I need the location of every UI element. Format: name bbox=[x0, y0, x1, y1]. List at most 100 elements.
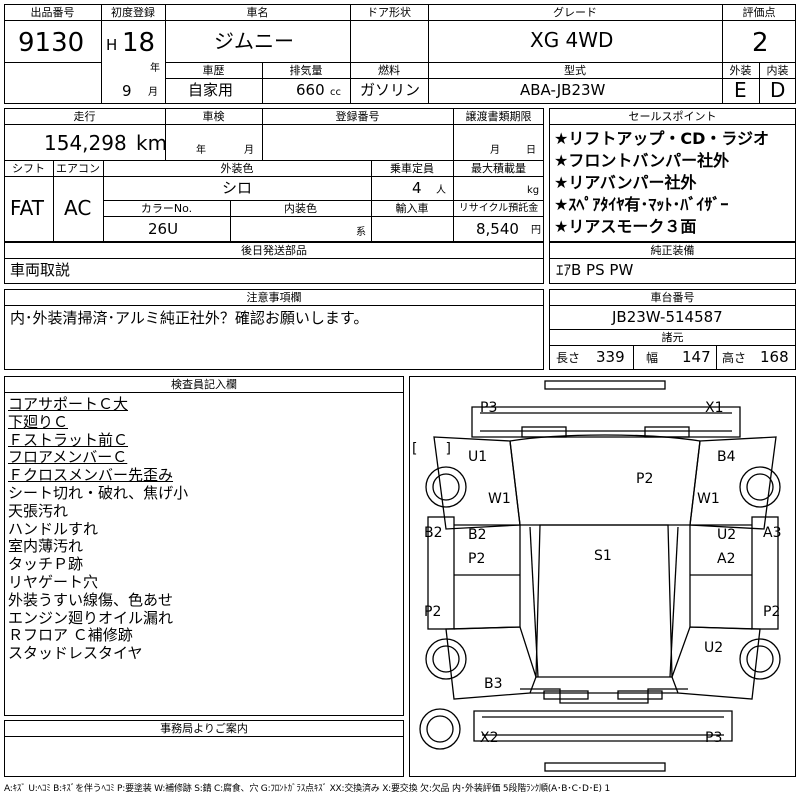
equipment-block bbox=[549, 242, 796, 284]
inspector-line: シート切れ・破れ、焦げ小 bbox=[8, 484, 189, 502]
height-label: 高さ bbox=[722, 351, 747, 365]
equipment: ｴｱB PS PW bbox=[556, 261, 634, 279]
sales-point-item: ★ｽﾍﾟｱﾀｲﾔ有･ﾏｯﾄ･ﾊﾞｲｻﾞｰ bbox=[554, 195, 729, 214]
inspector-label: 検査員記入欄 bbox=[171, 378, 237, 391]
capacity-label: 乗車定員 bbox=[390, 162, 434, 175]
ac-label: エアコン bbox=[56, 162, 100, 175]
diagram-label: B2 bbox=[468, 527, 487, 543]
lot-no-label: 出品番号 bbox=[30, 6, 75, 19]
inspector-line: 室内薄汚れ bbox=[8, 537, 84, 556]
reg-year: 18 bbox=[122, 28, 156, 58]
sales-points-block bbox=[549, 108, 796, 242]
displacement-label: 排気量 bbox=[289, 64, 323, 77]
diagram-label: P3 bbox=[705, 730, 723, 746]
inspector-line: 天張汚れ bbox=[8, 501, 69, 520]
office-label: 事務局よりご案内 bbox=[160, 722, 248, 735]
recycle-label: リサイクル預託金 bbox=[458, 203, 539, 214]
int-color-unit: 系 bbox=[356, 227, 366, 238]
plate-label: 登録番号 bbox=[335, 110, 380, 123]
recycle-unit: 円 bbox=[531, 225, 541, 236]
displacement-unit: cc bbox=[330, 87, 341, 98]
ext-color: シロ bbox=[222, 179, 253, 197]
sales-point-item: ★リアバンパー社外 bbox=[554, 173, 697, 192]
inspector-line: スタッドレスタイヤ bbox=[8, 644, 143, 663]
office-block bbox=[4, 720, 404, 777]
inspector-block bbox=[4, 376, 404, 716]
inspection-month-unit: 月 bbox=[244, 145, 254, 156]
diagram-label: X2 bbox=[480, 730, 499, 746]
diagram-label: P2 bbox=[424, 604, 442, 620]
inspection-year-unit: 年 bbox=[196, 145, 206, 156]
color-no-label: カラーNo. bbox=[140, 202, 193, 215]
mileage: 154,298 bbox=[44, 131, 127, 155]
load-unit: kg bbox=[527, 185, 540, 196]
door-label: ドア形状 bbox=[367, 6, 411, 19]
diagram-label: B4 bbox=[717, 449, 736, 465]
diagram-label: U2 bbox=[717, 527, 737, 543]
interior-grade: D bbox=[770, 78, 786, 102]
sales-point-item: ★リフトアップ・CD・ラジオ bbox=[554, 129, 770, 148]
reg-era: H bbox=[106, 36, 118, 54]
inspector-line: Ｆクロスメンバー先歪み bbox=[8, 466, 174, 485]
capacity: 4 bbox=[412, 179, 422, 197]
sales-points-label: セールスポイント bbox=[628, 110, 717, 123]
reg-year-unit: 年 bbox=[150, 63, 160, 74]
equipment-label: 純正装備 bbox=[650, 244, 695, 257]
recycle-fee: 8,540 bbox=[476, 220, 519, 238]
diagram-label: W1 bbox=[488, 491, 511, 507]
inspector-line: コアサポートＣ大 bbox=[8, 395, 129, 413]
sales-point-item: ★リアスモーク３面 bbox=[554, 217, 697, 236]
width-label: 幅 bbox=[646, 351, 659, 365]
inspector-line: Ｆストラット前Ｃ bbox=[8, 430, 129, 449]
inspector-line: 外装うすい線傷、色あせ bbox=[8, 590, 174, 609]
history-label: 車歴 bbox=[202, 64, 225, 77]
inspector-line: タッチＰ跡 bbox=[8, 555, 84, 574]
diagram-label: B3 bbox=[484, 676, 503, 692]
exterior-grade: E bbox=[734, 78, 747, 102]
chassis-label: 車台番号 bbox=[650, 291, 695, 304]
notes: 内･外装清掃済･アルミ純正社外？確認お願いします。 bbox=[10, 309, 369, 327]
inspector-line: 下廻りＣ bbox=[8, 412, 69, 431]
diagram-label: P3 bbox=[480, 400, 498, 416]
mileage-unit: km bbox=[136, 131, 168, 155]
chassis-number: JB23W-514587 bbox=[612, 308, 723, 326]
notes-block bbox=[4, 289, 544, 370]
grade: XG 4WD bbox=[530, 28, 614, 52]
inspector-line: Ｒフロア Ｃ補修跡 bbox=[8, 626, 133, 645]
diagram-label: P2 bbox=[763, 604, 781, 620]
car-name: ジムニー bbox=[214, 29, 294, 53]
inspector-line: リヤゲート穴 bbox=[8, 573, 99, 591]
ext-color-label: 外装色 bbox=[220, 162, 254, 175]
inspection-label: 車検 bbox=[202, 110, 225, 123]
diagram-label: A2 bbox=[717, 551, 736, 567]
diagram-label: P2 bbox=[468, 551, 486, 567]
displacement: 660 bbox=[296, 81, 325, 99]
diagram-label: U2 bbox=[704, 640, 724, 656]
fuel: ガソリン bbox=[360, 81, 421, 99]
first-reg-label: 初度登録 bbox=[111, 6, 155, 19]
notes-label: 注意事項欄 bbox=[246, 291, 302, 304]
later-parts-label: 後日発送部品 bbox=[241, 244, 307, 257]
later-parts-block bbox=[4, 242, 544, 284]
import-label: 輸入車 bbox=[395, 202, 429, 215]
shift: FAT bbox=[10, 196, 45, 220]
diagram-label: A3 bbox=[763, 525, 782, 541]
diagram-label: S1 bbox=[594, 548, 612, 564]
height: 168 bbox=[760, 348, 789, 366]
specs-label: 諸元 bbox=[661, 331, 684, 344]
reg-month-unit: 月 bbox=[148, 87, 158, 98]
diagram-label: X1 bbox=[705, 400, 724, 416]
inspector-line: エンジン廻りオイル漏れ bbox=[8, 608, 174, 627]
exterior-label: 外装 bbox=[729, 64, 752, 77]
load-label: 最大積載量 bbox=[471, 162, 526, 175]
diagram-label: U1 bbox=[468, 449, 488, 465]
transfer-label: 譲渡書類期限 bbox=[465, 110, 532, 123]
mileage-label: 走行 bbox=[73, 110, 96, 123]
shift-label: シフト bbox=[12, 162, 45, 175]
header-block bbox=[4, 4, 796, 104]
model: ABA-JB23W bbox=[520, 81, 606, 99]
int-color-label: 内装色 bbox=[284, 202, 317, 215]
diagram-label: [ ] bbox=[412, 441, 451, 457]
fuel-label: 燃料 bbox=[378, 64, 400, 77]
diagram-label: W1 bbox=[697, 491, 720, 507]
